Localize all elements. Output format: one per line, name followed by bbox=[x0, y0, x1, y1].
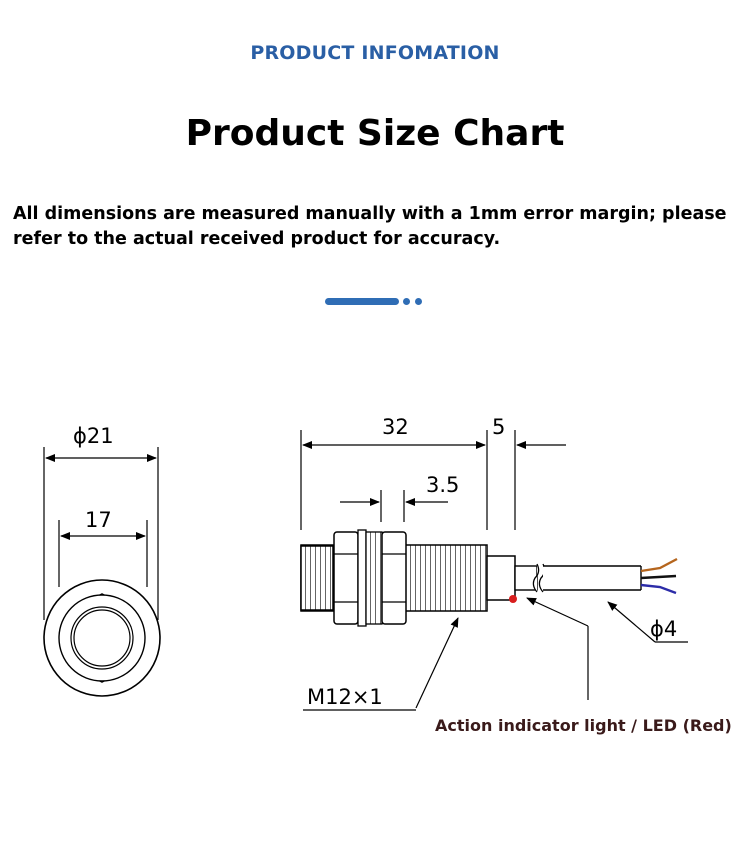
page-title: Product Size Chart bbox=[185, 113, 565, 154]
section-label: PRODUCT INFOMATION bbox=[250, 42, 500, 64]
title-divider bbox=[325, 297, 435, 307]
measurement-note: All dimensions are measured manually wit… bbox=[13, 204, 727, 249]
led-indicator-label: Action indicator light / LED (Red) bbox=[435, 716, 732, 735]
side-view: 32 5 3.5 bbox=[300, 415, 688, 711]
led-indicator bbox=[509, 595, 517, 603]
inner-width-label: 17 bbox=[85, 508, 112, 532]
outer-diameter-label: ϕ21 bbox=[73, 424, 114, 448]
black-wire bbox=[640, 574, 677, 580]
body-length-label: 32 bbox=[382, 415, 409, 439]
divider-dot bbox=[415, 298, 422, 305]
head-length-label: 5 bbox=[492, 415, 505, 439]
cable-diameter-label: ϕ4 bbox=[650, 617, 677, 641]
nut-thickness-label: 3.5 bbox=[426, 473, 459, 497]
divider-bar bbox=[325, 298, 399, 305]
front-view: ϕ21 17 bbox=[43, 424, 161, 697]
brown-wire bbox=[640, 557, 678, 573]
dimension-drawing: ϕ21 17 32 5 3.5 bbox=[43, 415, 688, 711]
divider-dot bbox=[403, 298, 410, 305]
blue-wire bbox=[640, 583, 677, 595]
thread-spec-label: M12×1 bbox=[307, 685, 383, 709]
